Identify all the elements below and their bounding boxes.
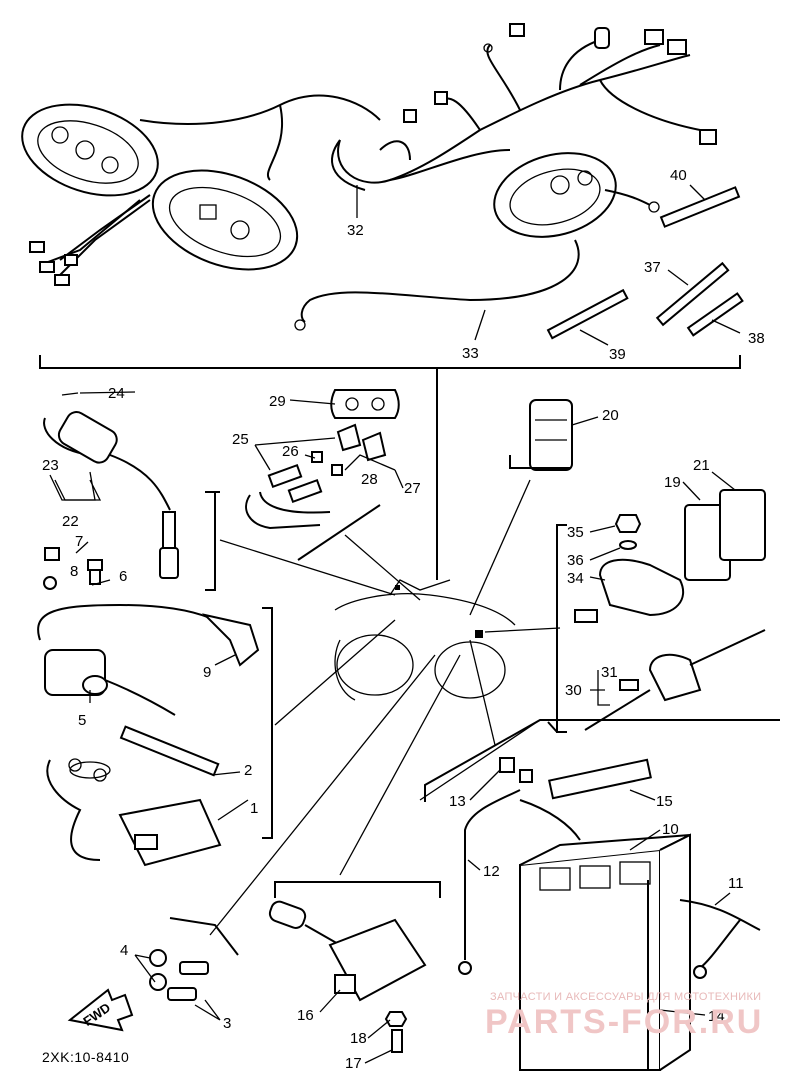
callout-7: 7 xyxy=(75,533,83,550)
callout-30: 30 xyxy=(565,682,582,699)
callout-20: 20 xyxy=(602,407,619,424)
callout-31: 31 xyxy=(601,664,618,681)
callout-5: 5 xyxy=(78,712,86,729)
callout-14: 14 xyxy=(708,1008,725,1025)
callout-13: 13 xyxy=(449,793,466,810)
callout-9: 9 xyxy=(203,664,211,681)
callout-36: 36 xyxy=(567,552,584,569)
callout-8: 8 xyxy=(70,563,78,580)
callout-40: 40 xyxy=(670,167,687,184)
callout-11: 11 xyxy=(728,875,744,892)
relay-group xyxy=(509,399,766,733)
callout-32: 32 xyxy=(347,222,364,239)
callout-29: 29 xyxy=(269,393,286,410)
callout-12: 12 xyxy=(483,863,500,880)
callout-19: 19 xyxy=(664,474,681,491)
callout-22: 22 xyxy=(62,513,79,530)
wire-harness-group xyxy=(21,23,744,580)
callout-labels: 1 2 3 4 5 6 7 8 9 10 11 12 13 14 15 16 1… xyxy=(42,167,765,1072)
callout-38: 38 xyxy=(748,330,765,347)
callout-33: 33 xyxy=(462,345,479,362)
callout-25: 25 xyxy=(232,431,249,448)
callout-1: 1 xyxy=(250,800,258,817)
callout-39: 39 xyxy=(609,346,626,363)
callout-17: 17 xyxy=(345,1055,362,1072)
callout-10: 10 xyxy=(662,821,679,838)
callout-16: 16 xyxy=(297,1007,314,1024)
callout-26: 26 xyxy=(282,443,299,460)
callout-2: 2 xyxy=(244,762,252,779)
callout-3: 3 xyxy=(223,1015,231,1032)
callout-4: 4 xyxy=(120,942,128,959)
callout-21: 21 xyxy=(693,457,710,474)
sensor-group xyxy=(205,389,400,561)
callout-34: 34 xyxy=(567,570,584,587)
frame-outline xyxy=(209,479,561,936)
diagram-code: 2XK:10-8410 xyxy=(42,1049,129,1065)
watermark-logo: PARTS-FOR.RU xyxy=(485,1003,763,1041)
watermark-tagline: ЗАПЧАСТИ И АКСЕССУАРЫ ДЛЯ МОТОТЕХНИКИ xyxy=(490,991,761,1003)
callout-18: 18 xyxy=(350,1030,367,1047)
ignition-coil-group xyxy=(37,392,273,867)
battery-group xyxy=(67,719,780,1071)
callout-15: 15 xyxy=(656,793,673,810)
callout-35: 35 xyxy=(567,524,584,541)
callout-37: 37 xyxy=(644,259,661,276)
callout-leaders xyxy=(49,184,741,1064)
callout-23: 23 xyxy=(42,457,59,474)
callout-24: 24 xyxy=(108,385,125,402)
callout-27: 27 xyxy=(404,480,421,497)
callout-28: 28 xyxy=(361,471,378,488)
callout-6: 6 xyxy=(119,568,127,585)
